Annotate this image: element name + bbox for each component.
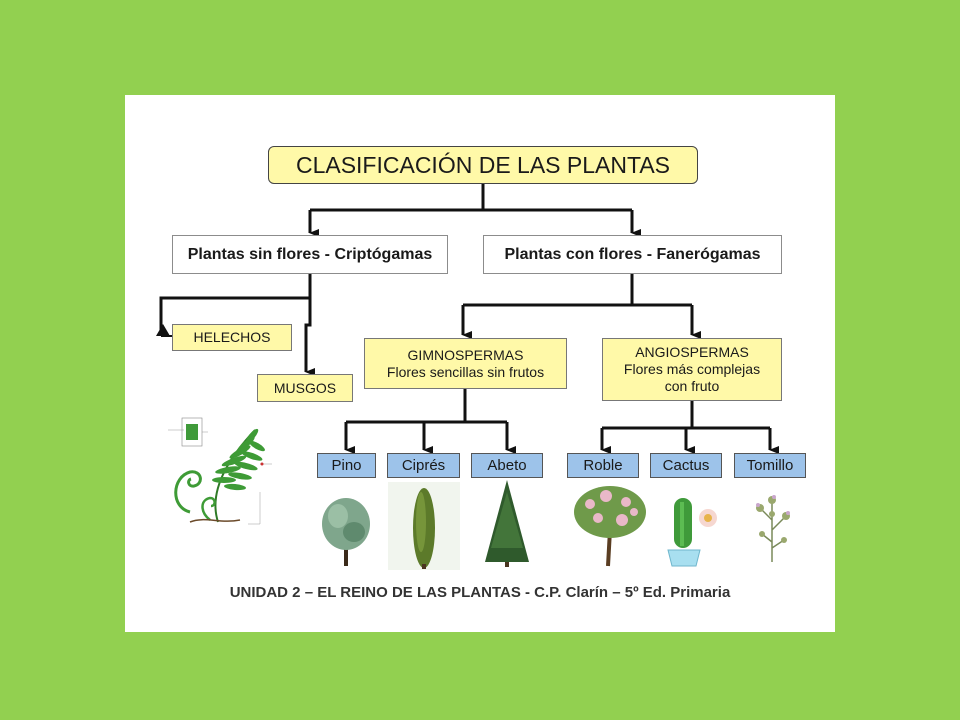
angiospermas-description-line1: Flores más complejas — [623, 361, 761, 377]
gimnospermas-description: Flores sencillas sin frutos — [386, 363, 545, 380]
category-sin-flores: Plantas sin flores - Criptógamas — [172, 235, 448, 274]
cipres-image — [388, 482, 460, 570]
abeto-image — [485, 480, 529, 567]
example-roble: Roble — [567, 453, 639, 478]
tomillo-image — [756, 495, 790, 562]
example-cactus: Cactus — [650, 453, 722, 478]
footer-caption: UNIDAD 2 – EL REINO DE LAS PLANTAS - C.P… — [229, 584, 731, 601]
pino-image — [322, 498, 370, 566]
category-con-flores: Plantas con flores - Fanerógamas — [483, 235, 782, 274]
gimnospermas-label: GIMNOSPERMAS — [407, 346, 524, 363]
cactus-image — [667, 498, 717, 567]
angiospermas-label: ANGIOSPERMAS — [635, 344, 749, 360]
example-abeto: Abeto — [471, 453, 543, 478]
roble-image — [574, 486, 646, 567]
fern-illustration — [168, 417, 272, 525]
example-cipres: Ciprés — [387, 453, 460, 478]
helechos-box: HELECHOS — [172, 324, 292, 351]
angiospermas-description-line2: con fruto — [664, 378, 720, 394]
musgos-box: MUSGOS — [257, 374, 353, 402]
example-tomillo: Tomillo — [734, 453, 806, 478]
diagram-title: CLASIFICACIÓN DE LAS PLANTAS — [268, 146, 698, 184]
angiospermas-box: ANGIOSPERMAS Flores más complejas con fr… — [602, 338, 782, 401]
example-pino: Pino — [317, 453, 376, 478]
gimnospermas-box: GIMNOSPERMAS Flores sencillas sin frutos — [364, 338, 567, 389]
